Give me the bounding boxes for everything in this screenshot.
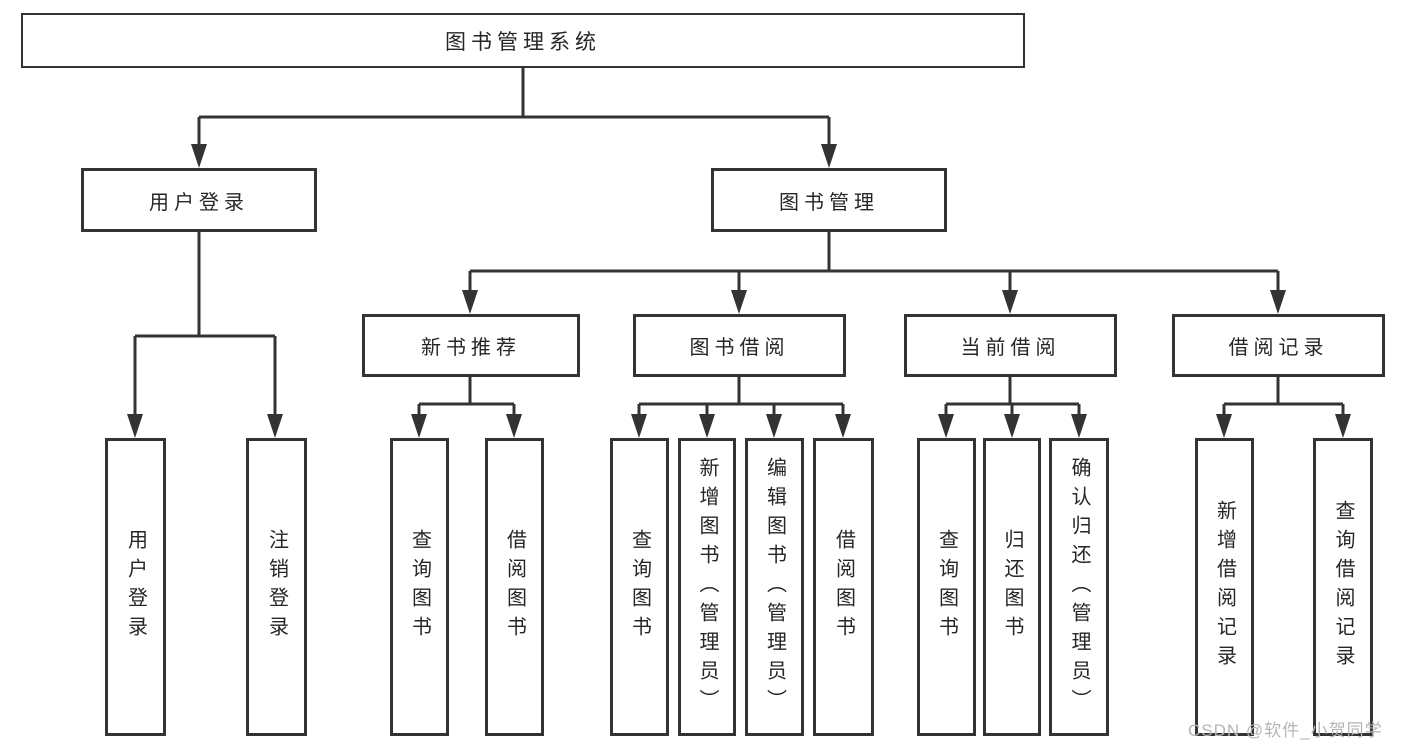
node-label: 图书管理: [779, 191, 879, 214]
node-label: 借阅记录: [1228, 337, 1329, 359]
node-label: 新增图书（管理员）: [696, 456, 718, 718]
node-query-borrow-record: 查询借阅记录: [1313, 438, 1373, 736]
node-label: 查询图书: [628, 529, 651, 645]
node-add-books-admin: 新增图书（管理员）: [678, 438, 736, 736]
node-label: 用户登录: [124, 529, 147, 645]
node-label: 新增借阅记录: [1213, 500, 1236, 674]
node-label: 查询借阅记录: [1332, 500, 1354, 674]
node-label: 借阅图书: [832, 529, 855, 645]
node-label: 图书借阅: [689, 337, 790, 359]
node-add-borrow-record: 新增借阅记录: [1195, 438, 1254, 736]
node-label: 查询图书: [408, 529, 431, 645]
csdn-watermark: CSDN @软件_小贺同学: [1188, 721, 1383, 740]
node-label: 借阅图书: [503, 529, 526, 645]
node-logout-leaf: 注销登录: [246, 438, 307, 736]
node-borrowing-query-books: 查询图书: [610, 438, 669, 736]
node-library-system: 图书管理系统: [21, 13, 1025, 68]
node-borrowing-borrow-books: 借阅图书: [813, 438, 874, 736]
node-label: 当前借阅: [960, 337, 1061, 359]
node-borrowing-records: 借阅记录: [1172, 314, 1385, 377]
node-new-book-recommend: 新书推荐: [362, 314, 580, 377]
node-label: 新书推荐: [421, 337, 521, 359]
node-book-management: 图书管理: [711, 168, 947, 232]
node-label: 用户登录: [149, 191, 249, 214]
node-confirm-return-admin: 确认归还（管理员）: [1049, 438, 1109, 736]
node-user-login-leaf: 用户登录: [105, 438, 166, 736]
node-book-borrowing: 图书借阅: [633, 314, 846, 377]
node-label: 编辑图书（管理员）: [763, 456, 786, 718]
node-return-books: 归还图书: [983, 438, 1041, 736]
node-label: 归还图书: [1001, 529, 1023, 645]
node-label: 确认归还（管理员）: [1068, 456, 1090, 718]
node-recommend-borrow-books: 借阅图书: [485, 438, 544, 736]
node-label: 图书管理系统: [445, 30, 601, 54]
node-edit-books-admin: 编辑图书（管理员）: [745, 438, 804, 736]
node-user-login: 用户登录: [81, 168, 317, 232]
node-recommend-query-books: 查询图书: [390, 438, 449, 736]
node-current-query-books: 查询图书: [917, 438, 976, 736]
node-label: 注销登录: [265, 529, 288, 645]
node-label: 查询图书: [935, 529, 958, 645]
node-current-borrowing: 当前借阅: [904, 314, 1117, 377]
